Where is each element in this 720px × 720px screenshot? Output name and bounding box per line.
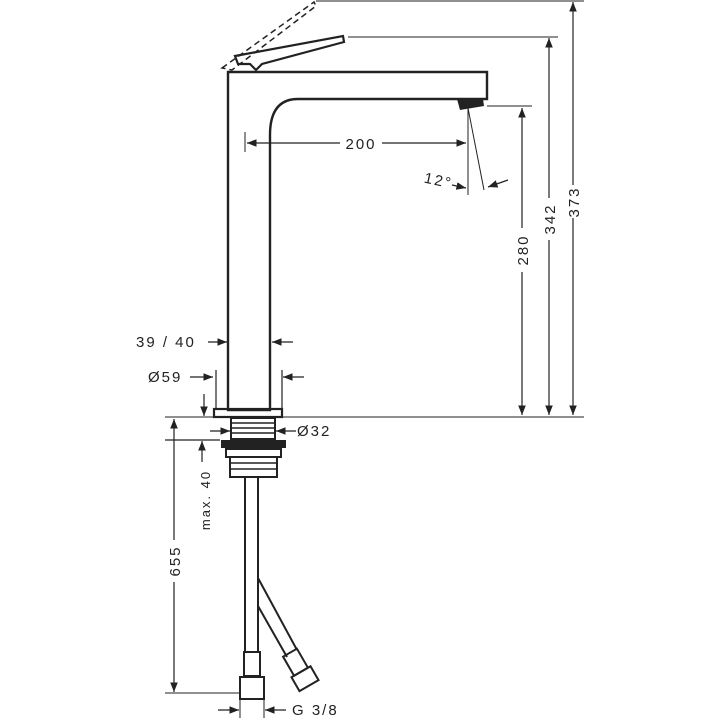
dimension-lines [165, 2, 577, 714]
supply-hoses [239, 477, 320, 700]
max-deck-thickness-label: max. 40 [198, 470, 213, 530]
body-width-label: 39 / 40 [136, 334, 196, 351]
faucet-body [226, 70, 489, 412]
spout-reach-label: 200 [345, 136, 376, 153]
lever-handle [233, 34, 346, 72]
connection-thread-label: G 3/8 [292, 702, 339, 719]
threaded-shank [221, 417, 286, 478]
thread-diameter-label: Ø32 [297, 423, 331, 440]
base-diameter-label: Ø59 [148, 369, 182, 386]
lever-raised-outline [220, 0, 317, 71]
hose-length-label: 655 [167, 545, 184, 576]
spray-angle-label: 12° [423, 170, 455, 193]
spout-height-label: 280 [515, 234, 532, 265]
body-height-label: 342 [542, 203, 559, 234]
total-height-label: 373 [566, 186, 583, 217]
extension-lines [165, 0, 584, 718]
